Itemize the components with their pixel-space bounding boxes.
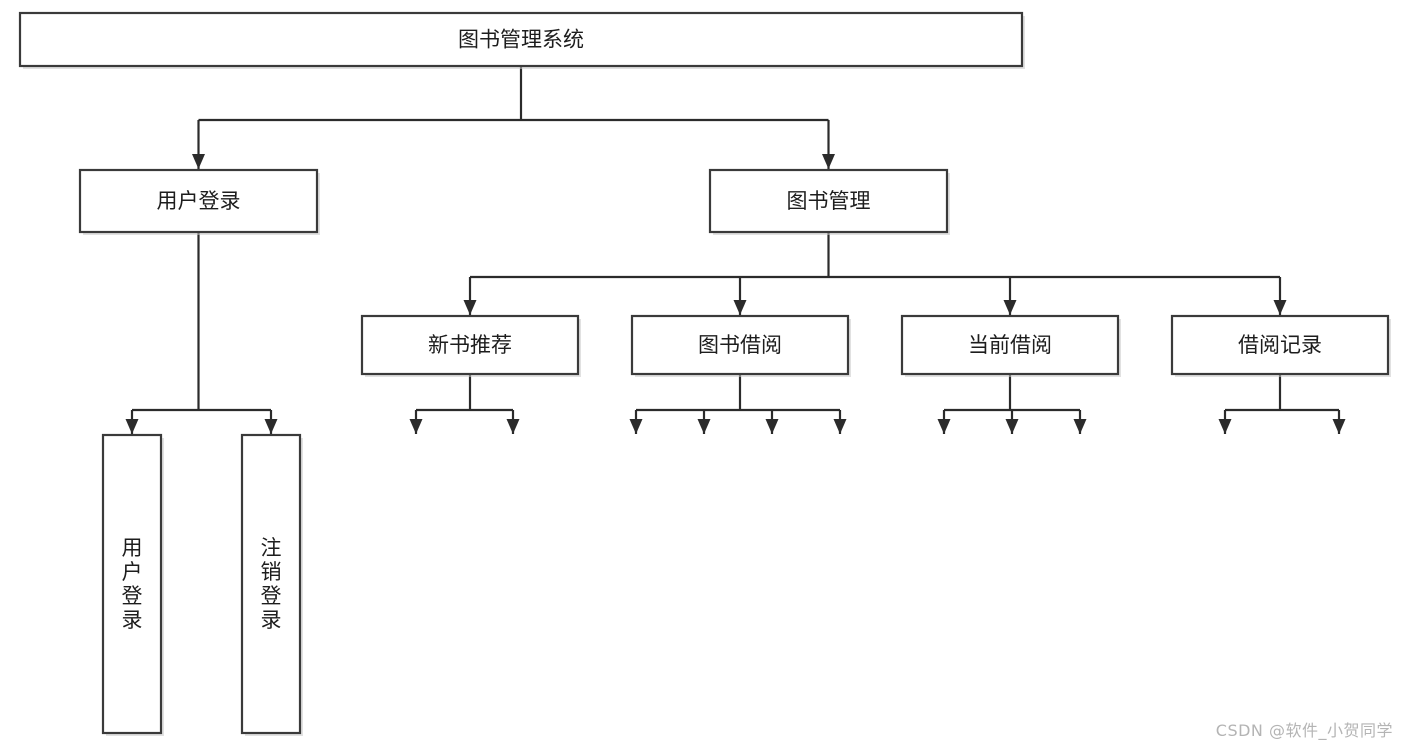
node-layer: 图书管理系统用户登录用户登录注销登录图书管理新书推荐图书借阅当前借阅借阅记录 [18,11,1391,736]
arrow-head [1073,419,1087,434]
arrow-head [1003,300,1017,315]
node-box[interactable] [101,433,163,735]
arrow-head [1332,419,1346,434]
node-label: 用户登录 [122,536,143,632]
arrow-head [1005,419,1019,434]
connector-layer [125,66,1346,434]
arrow-head [463,300,477,315]
node-box[interactable] [78,168,319,234]
node-label: 新书推荐 [428,333,512,357]
arrow-head [733,300,747,315]
node-box[interactable] [1170,314,1390,376]
node-label: 注销登录 [261,536,282,632]
watermark-text: CSDN @软件_小贺同学 [1215,721,1393,740]
node-box[interactable] [630,314,850,376]
node-borrow-record[interactable]: 借阅记录 [1170,314,1390,376]
node-box[interactable] [360,314,580,376]
node-label: 用户登录 [157,189,241,213]
node-new-book-recommend[interactable]: 新书推荐 [360,314,580,376]
arrow-head [506,419,520,434]
arrow-head [409,419,423,434]
arrow-head [125,419,139,434]
node-box[interactable] [18,11,1024,68]
node-box[interactable] [708,168,949,234]
node-book-manage[interactable]: 图书管理 [708,168,949,234]
arrow-head [765,419,779,434]
node-label: 图书管理系统 [458,28,584,52]
arrow-head [937,419,951,434]
arrow-head [1218,419,1232,434]
node-leaf-user-login[interactable]: 用户登录 [101,433,163,735]
node-box[interactable] [240,433,302,735]
node-box[interactable] [900,314,1120,376]
node-book-borrow[interactable]: 图书借阅 [630,314,850,376]
node-label: 图书借阅 [698,333,782,357]
node-label: 图书管理 [787,189,871,213]
node-label: 借阅记录 [1238,333,1322,357]
arrow-head [822,154,835,169]
node-user-login[interactable]: 用户登录 [78,168,319,234]
arrow-head [833,419,847,434]
arrow-head [192,154,205,169]
node-current-borrow[interactable]: 当前借阅 [900,314,1120,376]
arrow-head [264,419,278,434]
arrow-head [629,419,643,434]
arrow-head [1273,300,1287,315]
arrow-head [697,419,711,434]
node-root[interactable]: 图书管理系统 [18,11,1024,68]
node-label: 当前借阅 [968,333,1052,357]
node-leaf-user-logout[interactable]: 注销登录 [240,433,302,735]
